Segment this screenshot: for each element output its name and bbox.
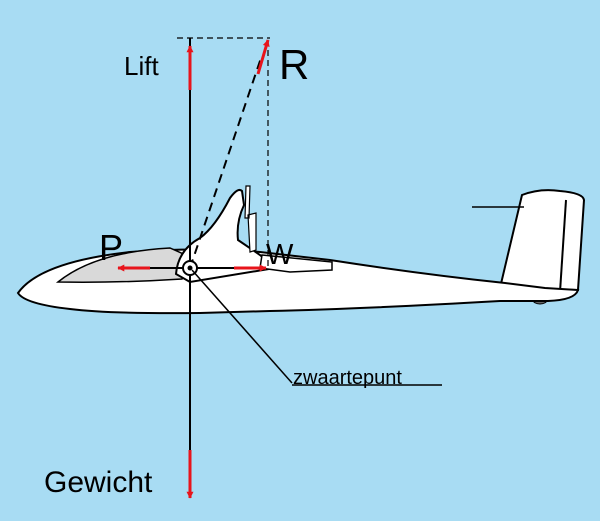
tail-fin bbox=[498, 189, 586, 292]
lift-label: Lift bbox=[124, 51, 159, 81]
wing-root bbox=[174, 188, 278, 284]
resultant-label: R bbox=[279, 41, 310, 88]
center-of-gravity-label: zwaartepunt bbox=[293, 367, 402, 389]
weight-component-label: W bbox=[266, 239, 294, 271]
airbrake bbox=[244, 185, 257, 253]
weight-label: Gewicht bbox=[44, 466, 153, 499]
center-of-gravity-dot bbox=[187, 265, 193, 271]
cg-leader-line bbox=[191, 269, 293, 384]
resultant-arrow-head bbox=[256, 39, 270, 75]
rudder-line bbox=[559, 199, 567, 293]
drag-label: P bbox=[99, 227, 124, 268]
resultant-construction bbox=[189, 54, 263, 269]
